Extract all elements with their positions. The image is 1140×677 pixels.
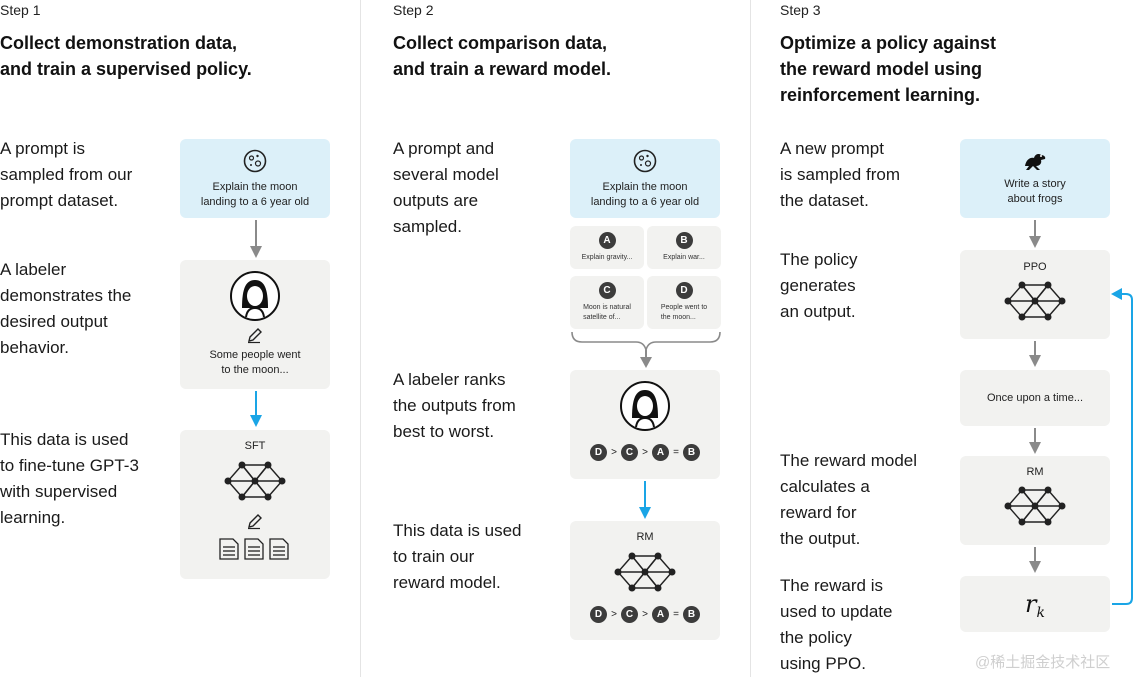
policy-output-card: Once upon a time...: [960, 370, 1110, 426]
flow-arrow: [1029, 547, 1041, 573]
reward-model-card: RM D > C > A = B: [570, 521, 720, 640]
output-text: Explain war...: [663, 254, 705, 261]
rank-badge: A: [652, 444, 669, 461]
rank-badge: C: [621, 606, 638, 623]
prompt-card: Explain the moon landing to a 6 year old: [180, 139, 330, 218]
output-text: Explain gravity...: [581, 254, 633, 261]
frog-icon: [1025, 154, 1046, 170]
output-text: Moon is natural satellite of...: [583, 304, 631, 321]
output-card-b: B Explain war...: [647, 226, 721, 269]
flow-arrow: [250, 391, 262, 427]
prompt-card: Explain the moon landing to a 6 year old: [570, 139, 720, 218]
sft-model-card: SFT: [180, 430, 330, 579]
moon-icon: [243, 149, 267, 173]
ranking-row: D > C > A = B: [590, 606, 700, 623]
feedback-loop-arrow: [1111, 288, 1133, 605]
output-badge: C: [598, 282, 616, 299]
rank-operator: >: [642, 609, 648, 620]
step-description: A prompt and several model outputs are s…: [393, 139, 499, 236]
neural-network-icon: [224, 461, 286, 501]
rank-operator: >: [611, 609, 617, 620]
rank-badge: A: [652, 606, 669, 623]
reward-subscript: k: [1036, 605, 1045, 621]
rank-badge: D: [590, 444, 607, 461]
output-card-d: D People went to the moon...: [647, 276, 721, 329]
prompt-card: Write a story about frogs: [960, 139, 1110, 218]
step-heading: Collect comparison data, and train a rew…: [393, 33, 612, 79]
step-description: The policy generates an output.: [780, 250, 858, 321]
reward-symbol: r: [1025, 590, 1037, 618]
step-heading: Collect demonstration data, and train a …: [0, 33, 252, 79]
rank-badge: C: [621, 444, 638, 461]
output-text: People went to the moon...: [660, 304, 708, 321]
output-badge: B: [675, 232, 693, 249]
step1-column: Step 1 Collect demonstration data, and t…: [0, 0, 360, 677]
step-description: A new prompt is sampled from the dataset…: [780, 139, 900, 210]
step-description: A prompt is sampled from our prompt data…: [0, 139, 133, 210]
prompt-text: Write a story about frogs: [1004, 178, 1066, 205]
rank-badge: D: [590, 606, 607, 623]
watermark: @稀土掘金技术社区: [975, 654, 1111, 671]
moon-icon: [633, 149, 657, 173]
neural-network-icon: [1004, 281, 1066, 321]
step2-column: Step 2 Collect comparison data, and trai…: [361, 0, 749, 677]
labeler-avatar-icon: [620, 381, 670, 431]
prompt-text: Explain the moon landing to a 6 year old: [200, 181, 310, 208]
labeler-avatar-icon: [230, 271, 280, 321]
column-divider: [750, 0, 751, 677]
flow-arrow: [639, 481, 651, 519]
step-heading: Optimize a policy against the reward mod…: [780, 33, 997, 105]
ranking-row: D > C > A = B: [590, 444, 700, 461]
prompt-text: Explain the moon landing to a 6 year old: [590, 181, 700, 208]
documents-icon: [219, 538, 289, 560]
neural-network-icon: [614, 552, 676, 592]
rank-badge: B: [683, 444, 700, 461]
flow-arrow: [1029, 428, 1041, 454]
step-label: Step 1: [0, 2, 41, 18]
step-label: Step 3: [780, 2, 821, 18]
step-description: The reward model calculates a reward for…: [780, 451, 918, 548]
policy-label: PPO: [1023, 261, 1047, 273]
pencil-icon: [248, 328, 262, 344]
labeler-ranking-card: D > C > A = B: [570, 370, 720, 479]
bracket-arrow: [571, 331, 721, 368]
step-description: The reward is used to update the policy …: [780, 576, 893, 673]
model-label: RM: [1026, 466, 1044, 478]
output-card-c: C Moon is natural satellite of...: [570, 276, 644, 329]
rank-operator: >: [611, 447, 617, 458]
flow-arrow: [1029, 220, 1041, 248]
step-label: Step 2: [393, 2, 434, 18]
step-description: This data is used to train our reward mo…: [393, 521, 522, 592]
pencil-icon: [248, 514, 262, 530]
rank-badge: B: [683, 606, 700, 623]
model-label: RM: [636, 531, 654, 543]
output-text: Once upon a time...: [987, 391, 1083, 404]
reward-model-card: RM: [960, 456, 1110, 545]
ppo-policy-card: PPO: [960, 250, 1110, 339]
flow-arrow: [1029, 341, 1041, 367]
column-divider: [360, 0, 361, 677]
step-description: This data is used to fine-tune GPT-3 wit…: [0, 430, 139, 527]
flow-arrow: [250, 220, 262, 258]
step-description: A labeler demonstrates the desired outpu…: [0, 260, 132, 357]
rank-operator: =: [673, 609, 679, 620]
output-card-a: A Explain gravity...: [570, 226, 644, 269]
output-badge: D: [675, 282, 693, 299]
step3-column: Step 3 Optimize a policy against the rew…: [750, 0, 1140, 677]
labeler-demo-card: Some people went to the moon...: [180, 260, 330, 389]
model-label: SFT: [244, 440, 266, 452]
rank-operator: =: [673, 447, 679, 458]
step-description: A labeler ranks the outputs from best to…: [393, 370, 516, 441]
output-badge: A: [598, 232, 616, 249]
demo-output-text: Some people went to the moon...: [209, 349, 301, 376]
neural-network-icon: [1004, 486, 1066, 526]
rank-operator: >: [642, 447, 648, 458]
